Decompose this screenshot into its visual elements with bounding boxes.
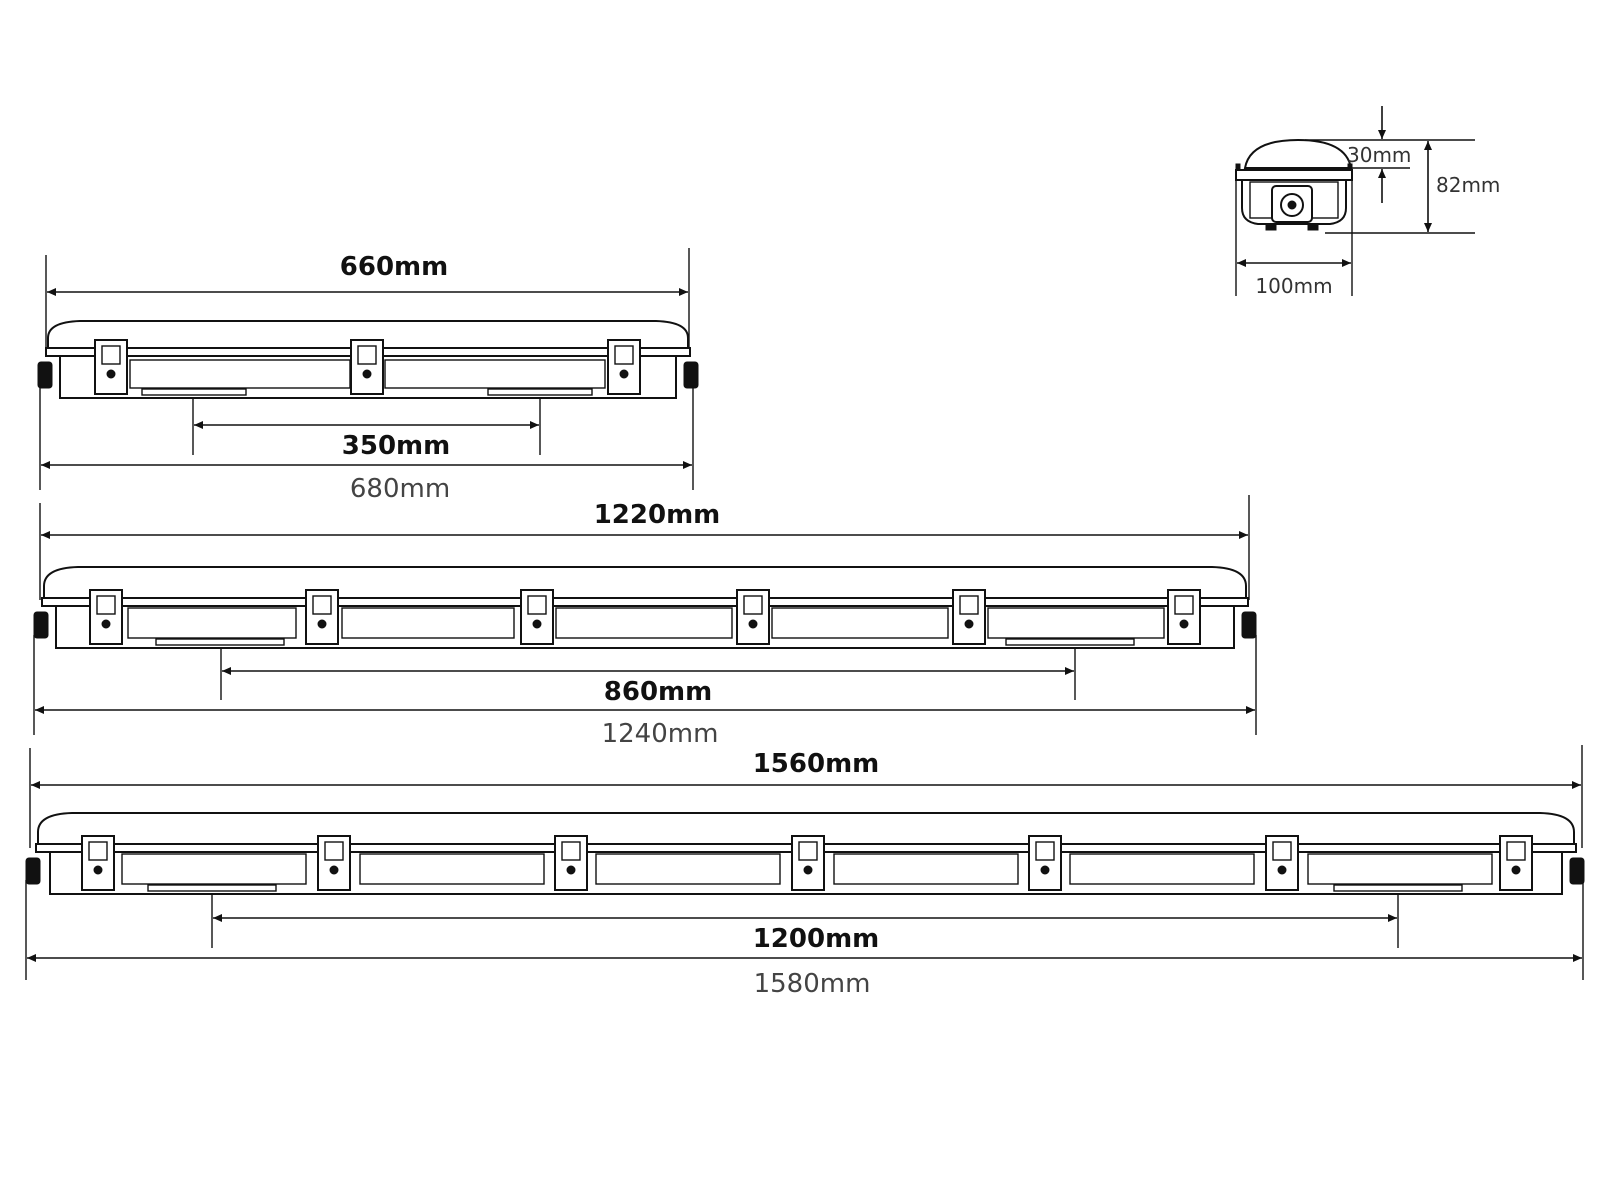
gear-tray [555, 607, 733, 639]
housing-body [55, 605, 1235, 649]
dimension-label-height: 82mm [1436, 173, 1500, 197]
dimension-label-width: 100mm [1255, 274, 1332, 298]
gear-tray [121, 853, 307, 885]
gear-tray [833, 853, 1019, 885]
clip [305, 589, 339, 645]
mounting-bracket [1333, 884, 1463, 892]
cable-gland [683, 361, 699, 389]
cable-gland [25, 857, 41, 885]
clip [736, 589, 770, 645]
end-view-rim [1235, 169, 1353, 181]
fixture-short: 660mm 350mm [37, 248, 699, 504]
mounting-bracket [147, 884, 277, 892]
clip [554, 835, 588, 891]
dimension-label-mounting-distance: 860mm [604, 677, 712, 707]
gear-tray [127, 607, 297, 639]
dimension-label-total-length: 1240mm [602, 719, 719, 749]
cable-gland [1241, 611, 1257, 639]
mounting-bracket [487, 388, 593, 396]
dimension-label-overall-length: 1220mm [594, 500, 721, 530]
clip [89, 589, 123, 645]
clip [952, 589, 986, 645]
clip [81, 835, 115, 891]
clip [791, 835, 825, 891]
clip [317, 835, 351, 891]
clip [94, 339, 128, 395]
dimension-label-total-length: 1580mm [754, 969, 871, 999]
clip [1167, 589, 1201, 645]
gear-tray [359, 853, 545, 885]
clip [350, 339, 384, 395]
dimension-label-overall-length: 660mm [340, 252, 448, 282]
dimension-label-overall-length: 1560mm [753, 749, 880, 779]
gear-tray [1307, 853, 1493, 885]
gear-tray [595, 853, 781, 885]
dimension-label-mounting-distance: 1200mm [753, 924, 880, 954]
fixture-long: 1560mm 1200mm 1580mm [25, 745, 1585, 999]
housing-rim [41, 597, 1249, 607]
end-view-cover [1243, 138, 1353, 169]
diffuser-cover [43, 566, 1247, 599]
gear-tray [341, 607, 515, 639]
cable-gland [37, 361, 53, 389]
diffuser-cover [37, 812, 1575, 845]
dimension-label-total-length: 680mm [350, 474, 450, 504]
mounting-bracket [1005, 638, 1135, 646]
diffuser-cover [47, 320, 689, 349]
clip [1499, 835, 1533, 891]
clip [520, 589, 554, 645]
clip [607, 339, 641, 395]
fixture-medium: 1220mm 860mm 1240mm [33, 495, 1257, 749]
cable-gland [1569, 857, 1585, 885]
cable-gland [33, 611, 49, 639]
gear-tray [384, 359, 606, 389]
gear-tray [771, 607, 949, 639]
gear-tray [1069, 853, 1255, 885]
mounting-bracket [155, 638, 285, 646]
mounting-bracket [141, 388, 247, 396]
clip [1265, 835, 1299, 891]
clip [1028, 835, 1062, 891]
gear-tray [987, 607, 1165, 639]
dimension-label-offset: 30mm [1347, 143, 1411, 167]
dimension-label-mounting-distance: 350mm [342, 431, 450, 461]
end-view: 82mm 30mm 100mm [1235, 106, 1500, 298]
